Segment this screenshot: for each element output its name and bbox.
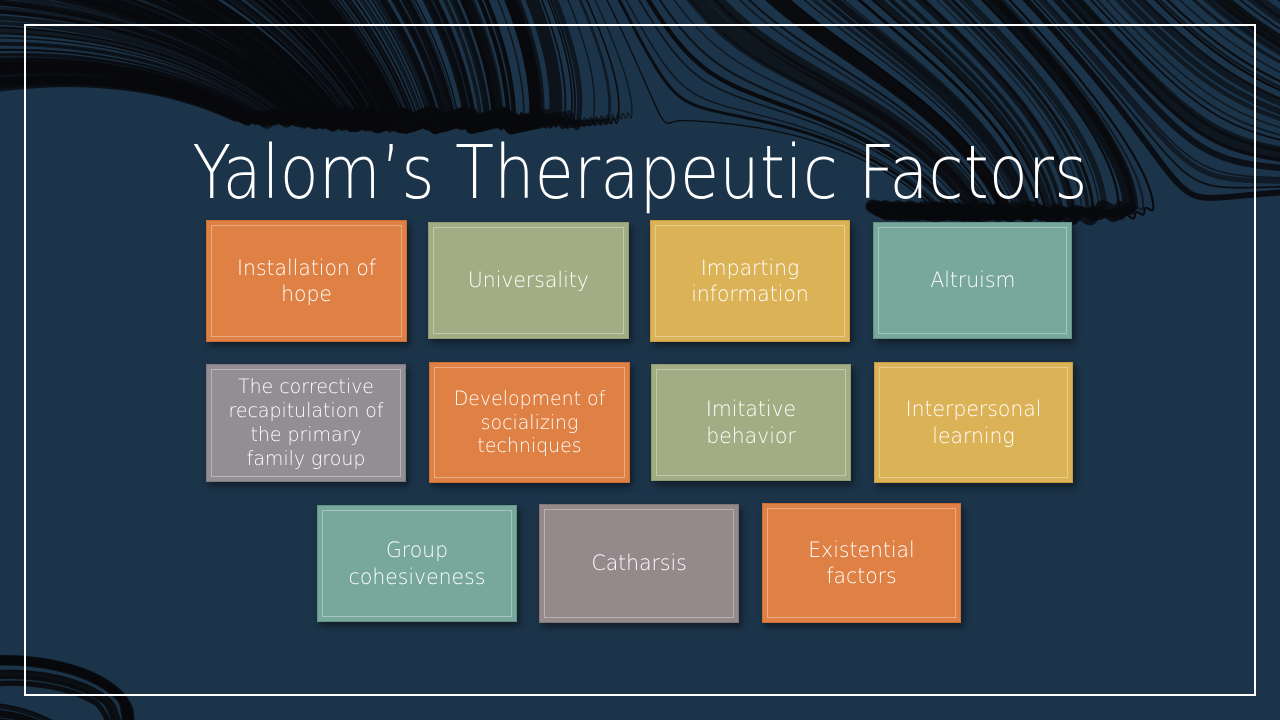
factor-box-group-cohesiveness[interactable]: Group cohesiveness <box>317 505 517 622</box>
factor-label: Imparting information <box>664 255 837 308</box>
factor-box-existential-factors[interactable]: Existential factors <box>762 503 961 623</box>
factor-label: Catharsis <box>591 550 686 576</box>
factor-label: Existential factors <box>776 537 948 590</box>
factor-box-imparting-information[interactable]: Imparting information <box>650 220 850 342</box>
factor-box-universality[interactable]: Universality <box>428 222 629 339</box>
factor-label: Interpersonal learning <box>888 396 1060 449</box>
factor-box-imitative-behavior[interactable]: Imitative behavior <box>651 364 851 481</box>
factor-box-catharsis[interactable]: Catharsis <box>539 504 739 623</box>
factor-label: Imitative behavior <box>665 396 838 449</box>
factor-box-corrective-recapitulation[interactable]: The corrective recapitulation of the pri… <box>206 364 406 482</box>
factor-box-installation-of-hope[interactable]: Installation of hope <box>206 220 407 342</box>
factor-label: Group cohesiveness <box>331 537 504 590</box>
factor-box-interpersonal-learning[interactable]: Interpersonal learning <box>874 362 1073 483</box>
factor-label: Installation of hope <box>220 255 394 308</box>
factor-box-development-of-socializing-techniques[interactable]: Development of socializing techniques <box>429 362 630 483</box>
factor-label: Altruism <box>930 267 1015 293</box>
factor-box-altruism[interactable]: Altruism <box>873 222 1072 339</box>
factor-label: Universality <box>468 267 589 293</box>
factor-label: The corrective recapitulation of the pri… <box>220 375 393 470</box>
factor-label: Development of socializing techniques <box>443 387 617 458</box>
